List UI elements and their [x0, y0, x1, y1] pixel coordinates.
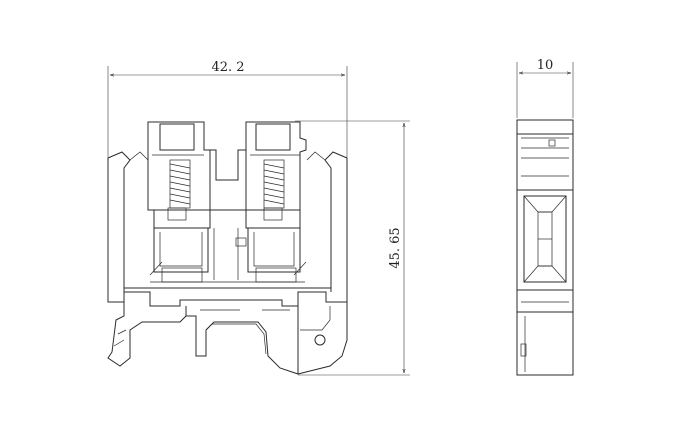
right-screw-thread: [263, 163, 285, 205]
height-dimension: 45. 65: [295, 120, 410, 376]
front-view: 42. 2 45. 65: [107, 60, 410, 376]
center-post: [210, 149, 247, 280]
left-screw-thread: [169, 163, 191, 205]
right-terminal: [245, 121, 307, 283]
height-dimension-label: 45. 65: [388, 227, 403, 268]
side-width-dimension-label: 10: [537, 58, 554, 73]
left-terminal: [147, 121, 211, 283]
side-width-dimension: 10: [516, 58, 574, 118]
din-rail-foot: [107, 302, 348, 375]
side-body: [516, 119, 574, 376]
side-view: 10: [516, 58, 574, 376]
housing-outline: [107, 151, 348, 307]
width-dimension: 42. 2: [107, 60, 348, 158]
width-dimension-label: 42. 2: [211, 60, 244, 75]
